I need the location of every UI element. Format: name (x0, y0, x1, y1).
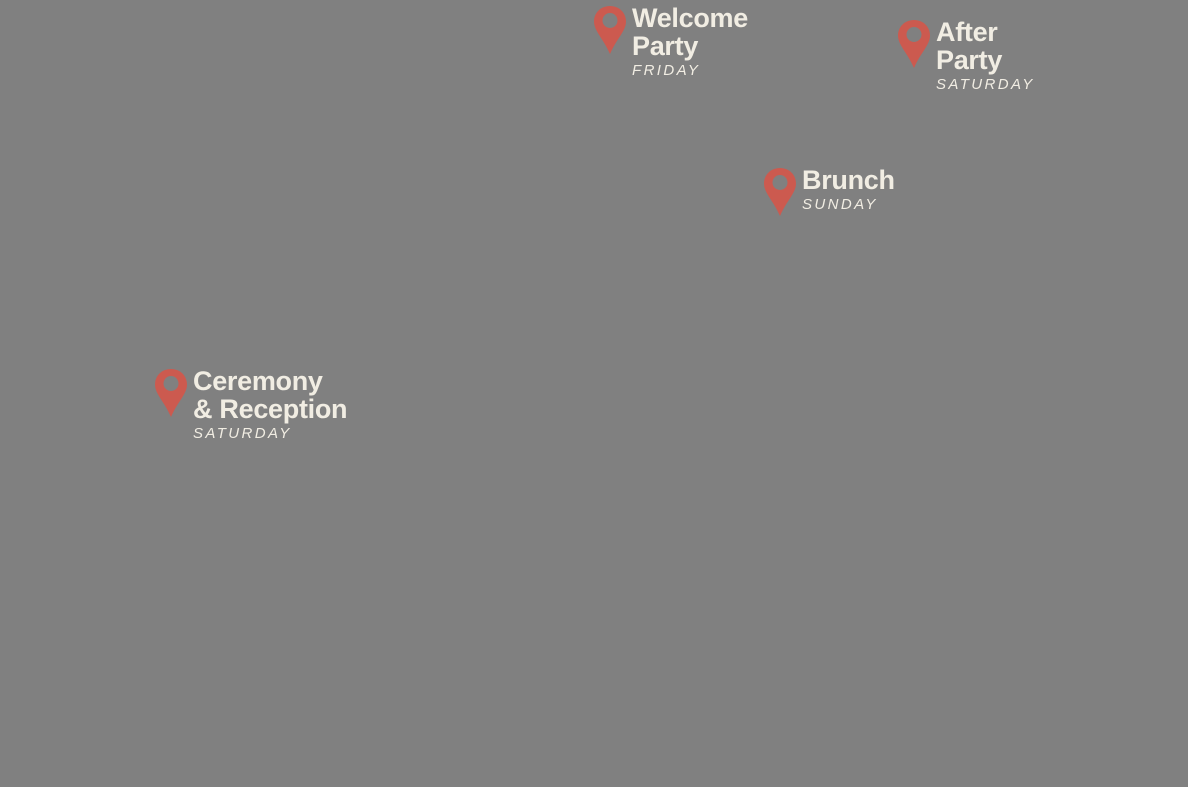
map-marker-welcome-party[interactable]: Welcome Party FRIDAY (592, 4, 748, 80)
marker-title-line: Brunch (802, 165, 895, 195)
marker-day: SATURDAY (936, 76, 1035, 93)
marker-label: Welcome Party FRIDAY (632, 4, 748, 80)
map-pin-icon (594, 6, 626, 54)
map-marker-brunch[interactable]: Brunch SUNDAY (762, 166, 895, 218)
map-marker-after-party[interactable]: After Party SATURDAY (896, 18, 1035, 94)
map-pin-icon (898, 20, 930, 68)
marker-day: SATURDAY (193, 425, 292, 442)
marker-title-line: & Reception (193, 394, 348, 424)
marker-day: FRIDAY (632, 62, 701, 79)
marker-title-line: Party (632, 31, 699, 61)
marker-label: After Party SATURDAY (936, 18, 1035, 94)
map-marker-ceremony-reception[interactable]: Ceremony & Reception SATURDAY (153, 366, 348, 443)
marker-title-line: After (936, 17, 998, 47)
marker-day: SUNDAY (802, 196, 878, 213)
map-pin-icon (764, 168, 796, 216)
map-pin-icon (155, 369, 187, 417)
marker-title-line: Ceremony (193, 366, 323, 396)
marker-title-line: Welcome (632, 3, 748, 33)
marker-title-line: Party (936, 45, 1003, 75)
marker-label: Brunch SUNDAY (802, 166, 895, 214)
marker-label: Ceremony & Reception SATURDAY (193, 366, 348, 443)
